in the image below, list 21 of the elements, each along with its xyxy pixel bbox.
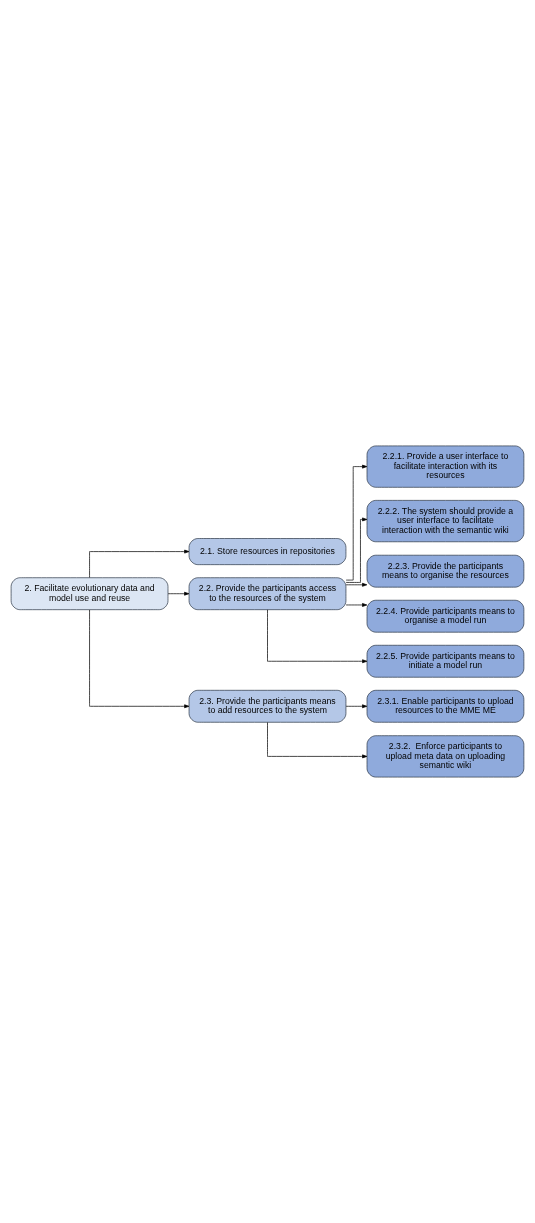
node-box: 2. Facilitate evolutionary data and model use and reuse bbox=[10, 577, 169, 611]
arrow bbox=[345, 704, 368, 709]
arrow bbox=[89, 549, 190, 578]
node-box: 2.1. Store resources in repositories bbox=[188, 538, 347, 565]
arrow bbox=[345, 603, 368, 607]
node-box: 2.2.5. Provide participants means to initiate a model run bbox=[366, 644, 525, 678]
node-box: 2.2.4. Provide participants means to organise a model run bbox=[366, 599, 525, 633]
arrow bbox=[89, 609, 190, 709]
arrow bbox=[167, 591, 190, 596]
node-box: 2.2. Provide the participants access to the resources of the system bbox=[188, 577, 347, 611]
arrow bbox=[345, 464, 368, 581]
node-box: 2.2.3. Provide the participants means to organise the resources bbox=[366, 554, 525, 588]
node-box: 2.3.1. Enable participants to upload resources to the MME ME bbox=[366, 689, 525, 723]
node-box: 2.3.2. Enforce participants to upload meta data on uploading semantic wiki bbox=[366, 735, 525, 778]
node-box: 2.2.1. Provide a user interface to facilitate interaction with its resources bbox=[366, 445, 525, 488]
node-box: 2.2.2. The system should provide a user interface to facilitate interaction with the semantic wiki bbox=[366, 500, 525, 543]
arrow bbox=[345, 582, 368, 587]
arrow bbox=[267, 609, 368, 664]
arrow bbox=[267, 722, 368, 759]
node-box: 2.3. Provide the participants means to add resources to the system bbox=[188, 689, 347, 723]
arrow bbox=[345, 517, 368, 583]
